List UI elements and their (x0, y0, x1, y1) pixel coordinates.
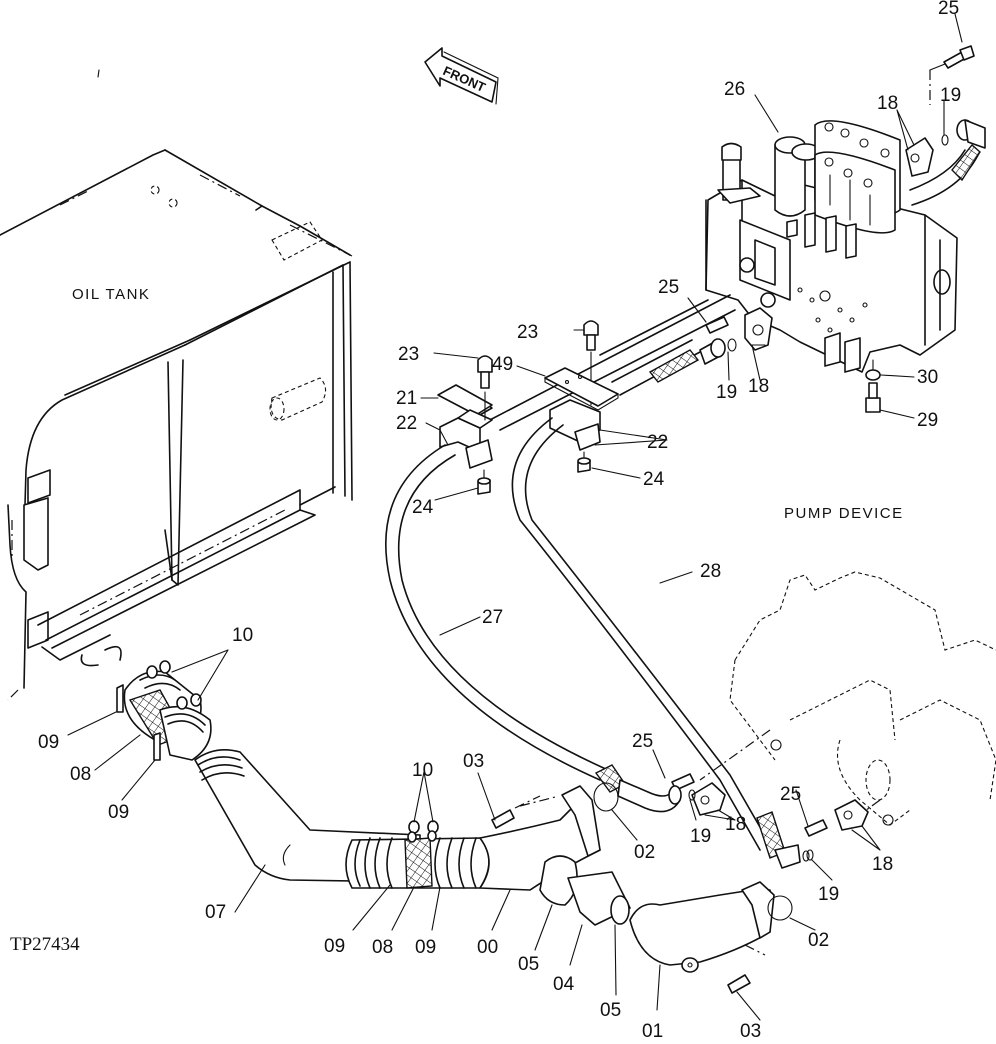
callout-25: 25 (938, 0, 959, 19)
callout-10: 10 (232, 625, 253, 646)
callout-00: 00 (477, 937, 498, 958)
callout-25: 25 (632, 731, 653, 752)
callout-08: 08 (70, 764, 91, 785)
pump-device-label: PUMP DEVICE (784, 505, 904, 522)
callout-29: 29 (917, 410, 938, 431)
leader-lines (67, 13, 963, 1021)
suction-pipe (116, 660, 793, 994)
callout-22: 22 (647, 432, 668, 453)
callout-04: 04 (553, 974, 575, 995)
callout-09: 09 (324, 936, 345, 957)
callout-19: 19 (716, 382, 737, 403)
callout-18: 18 (748, 376, 769, 397)
callout-24: 24 (412, 497, 434, 518)
oil-tank: OIL TANK (0, 149, 353, 701)
clamp-assembly (437, 294, 881, 495)
callout-08: 08 (372, 937, 393, 958)
callout-02: 02 (634, 842, 655, 863)
callout-21: 21 (396, 388, 417, 409)
callout-22: 22 (396, 413, 417, 434)
callout-18: 18 (877, 93, 898, 114)
callout-05: 05 (518, 954, 539, 975)
callout-18: 18 (872, 854, 893, 875)
upper-right-hose (905, 45, 986, 206)
callout-26: 26 (724, 79, 745, 100)
pump-device: PUMP DEVICE (617, 505, 996, 861)
callout-28: 28 (700, 561, 721, 582)
callout-09: 09 (38, 732, 59, 753)
callout-19: 19 (940, 85, 961, 106)
callout-25: 25 (780, 784, 801, 805)
callout-30: 30 (917, 367, 938, 388)
oil-tank-label: OIL TANK (72, 286, 150, 303)
callout-05: 05 (600, 1000, 621, 1021)
callout-27: 27 (482, 607, 503, 628)
callout-23: 23 (517, 322, 538, 343)
callout-49: 49 (492, 354, 513, 375)
callout-09: 09 (415, 937, 436, 958)
callout-18: 18 (725, 814, 746, 835)
callout-19: 19 (818, 884, 839, 905)
callout-03: 03 (740, 1021, 761, 1042)
callouts: 25 26 18 19 25 23 23 49 21 22 22 24 24 1… (38, 0, 961, 1042)
callout-23: 23 (398, 344, 419, 365)
stray-mark (97, 69, 100, 78)
callout-10: 10 (412, 760, 433, 781)
callout-03: 03 (463, 751, 484, 772)
hose-28 (511, 417, 810, 869)
drawing-reference-number: TP27434 (10, 934, 80, 955)
callout-09: 09 (108, 802, 129, 823)
callout-25: 25 (658, 277, 679, 298)
callout-19: 19 (690, 826, 711, 847)
callout-07: 07 (205, 902, 226, 923)
front-arrow-icon: FRONT (424, 47, 499, 105)
callout-01: 01 (642, 1021, 663, 1042)
callout-02: 02 (808, 930, 829, 951)
callout-24: 24 (643, 469, 665, 490)
